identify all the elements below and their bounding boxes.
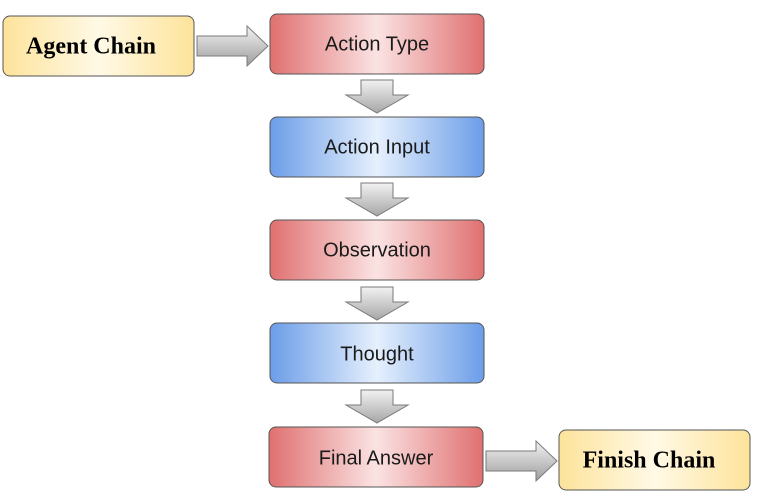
down-arrow-icon [344,389,410,424]
finish-chain-label: Finish Chain [583,448,716,474]
finish-chain-node: Finish Chain [558,429,751,491]
down-arrow-icon [344,79,410,114]
down-arrow-icon [344,286,410,321]
down-arrow-icon [344,182,410,217]
action-type-label: Action Type [325,33,429,55]
action-input-label: Action Input [324,136,430,158]
agent-chain-node: Agent Chain [2,15,195,77]
agent-chain-label: Agent Chain [26,34,156,60]
final-answer-node: Final Answer [268,426,484,488]
thought-node: Thought [269,322,485,384]
action-type-node: Action Type [269,13,485,75]
observation-label: Observation [323,239,431,261]
right-arrow-icon [196,24,269,68]
final-answer-label: Final Answer [319,447,434,469]
action-input-node: Action Input [269,116,485,178]
thought-label: Thought [340,343,414,365]
observation-node: Observation [269,219,485,281]
right-arrow-icon [485,439,558,483]
